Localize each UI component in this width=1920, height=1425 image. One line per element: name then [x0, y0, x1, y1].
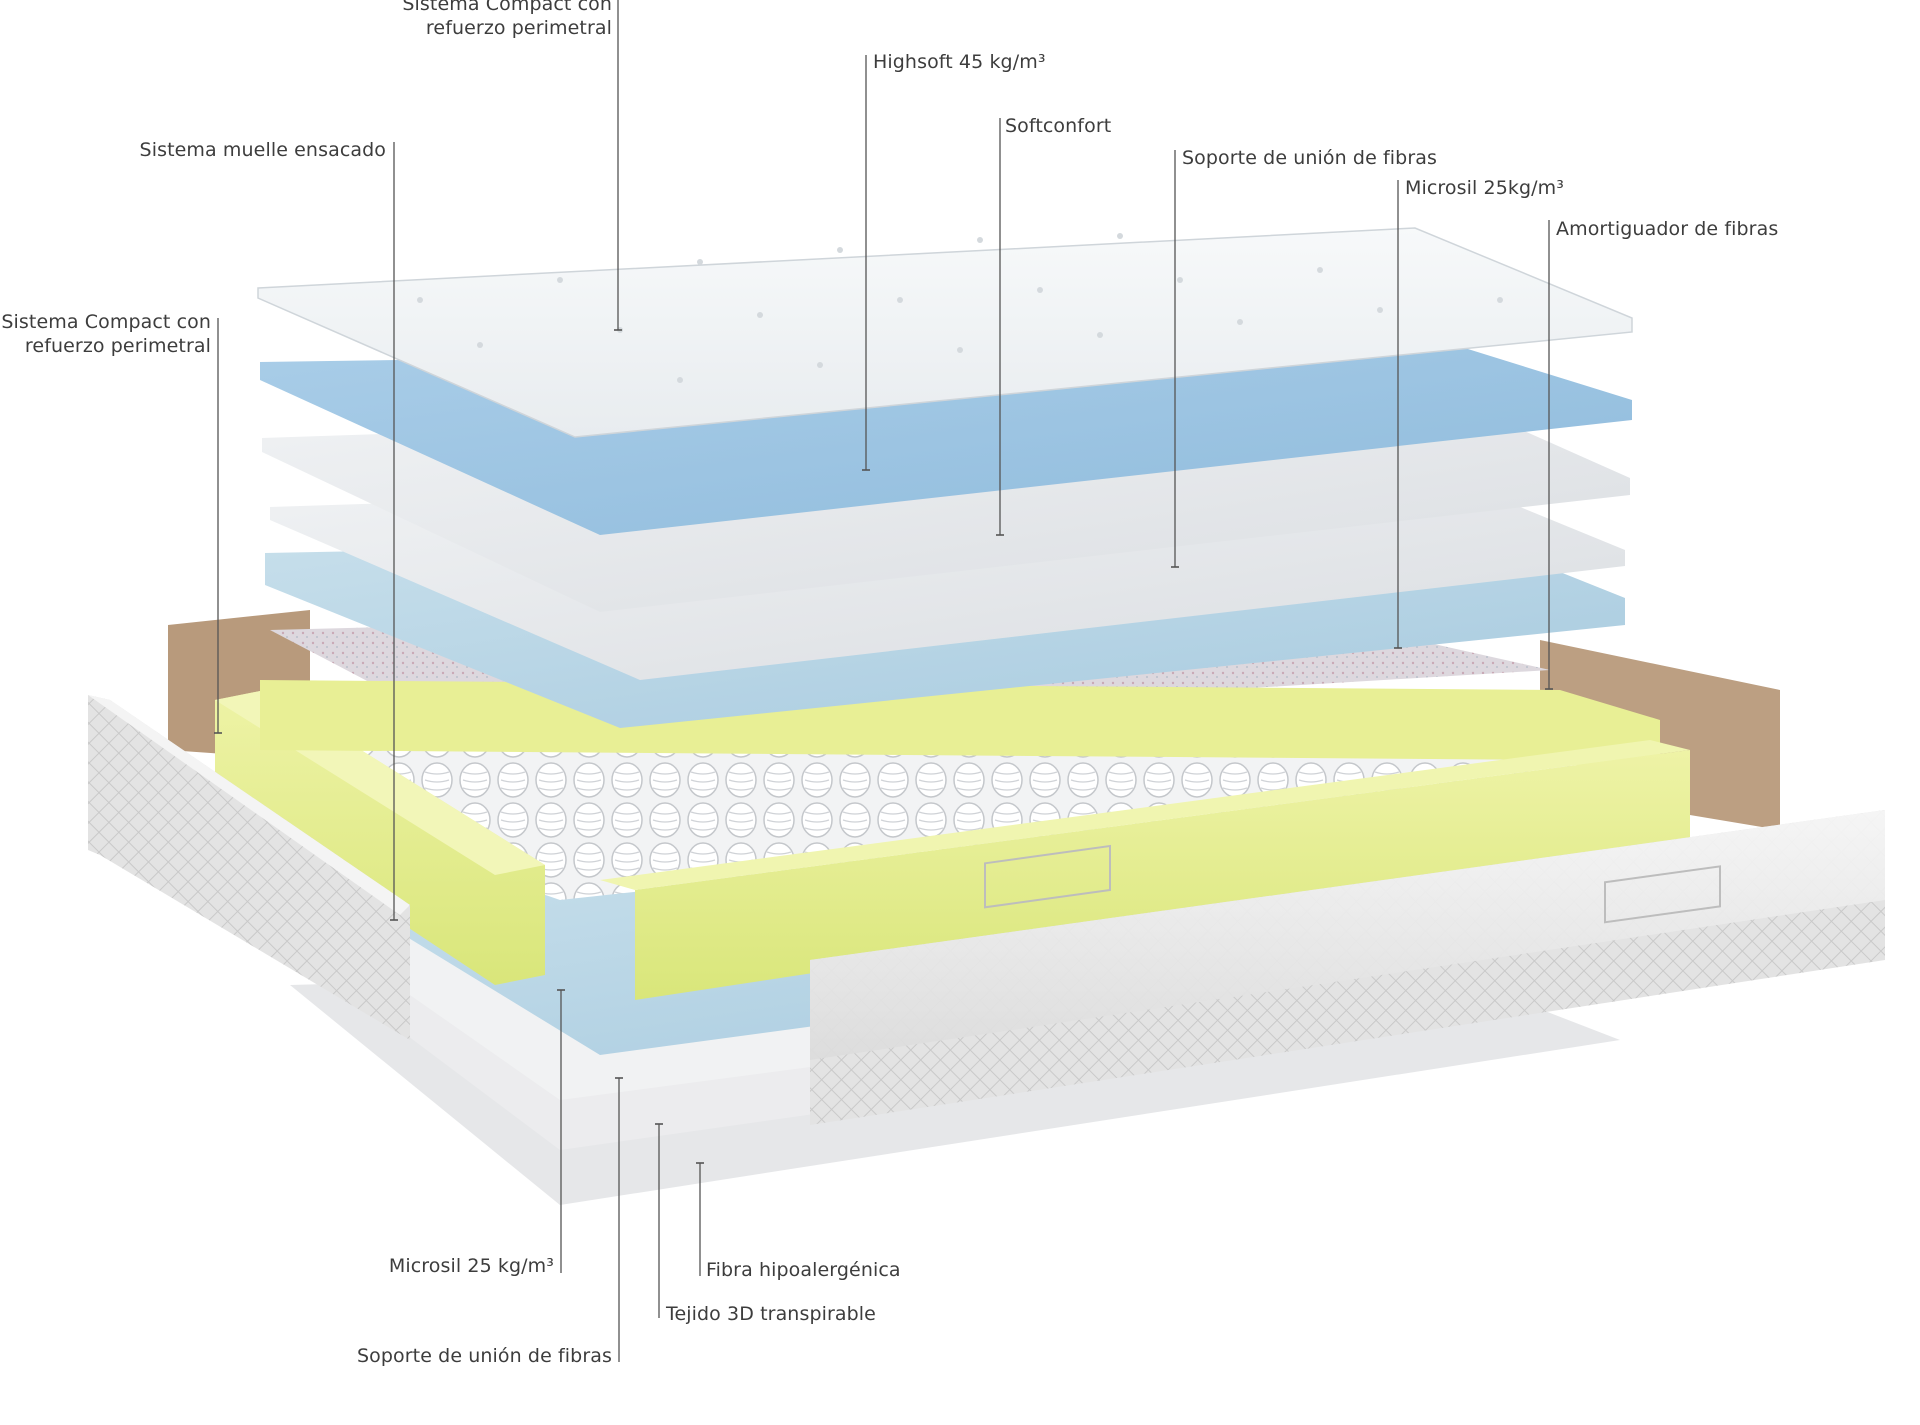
left-side-panel — [88, 695, 410, 1040]
label-soporte-bottom: Soporte de unión de fibras — [357, 1345, 612, 1367]
label-compact-left: Sistema Compact con refuerzo perimetral — [1, 311, 211, 357]
front-side-panel — [810, 810, 1885, 1125]
label-fibra: Fibra hipoalergénica — [706, 1259, 901, 1281]
label-amortiguador: Amortiguador de fibras — [1556, 218, 1779, 240]
label-muelle: Sistema muelle ensacado — [139, 139, 386, 161]
label-highsoft: Highsoft 45 kg/m³ — [873, 51, 1046, 73]
label-microsil-bottom: Microsil 25 kg/m³ — [388, 1255, 554, 1277]
label-soporte-top: Soporte de unión de fibras — [1182, 147, 1437, 169]
label-softconfort: Softconfort — [1005, 115, 1112, 137]
label-tejido: Tejido 3D transpirable — [666, 1303, 876, 1325]
label-microsil-top: Microsil 25kg/m³ — [1405, 177, 1564, 199]
label-compact-top: Sistema Compact con refuerzo perimetral — [402, 0, 612, 39]
leader-lines — [214, 0, 1553, 1362]
top-cover-fabric — [257, 227, 1633, 438]
